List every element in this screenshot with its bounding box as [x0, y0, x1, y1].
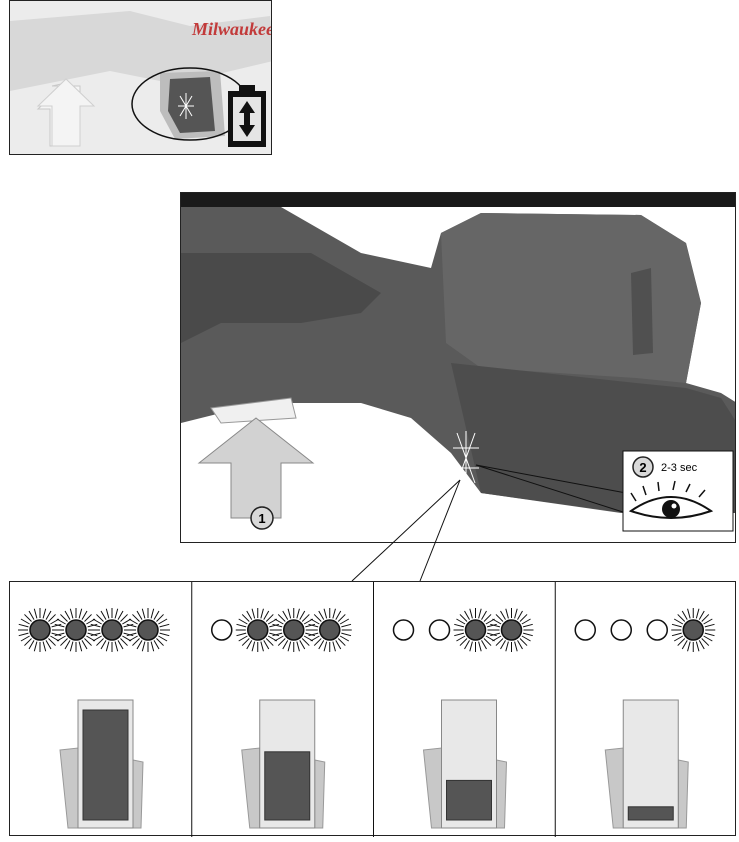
battery-pack-icon — [604, 699, 689, 829]
led-indicator-icon — [428, 619, 451, 641]
charge-levels-panel — [9, 581, 736, 837]
main-illustration: 1 2 2-3 sec — [180, 192, 736, 543]
led-indicator-icon — [307, 608, 352, 652]
led-indicator-icon — [453, 608, 498, 652]
step-1-badge: 1 — [250, 506, 274, 530]
up-arrow-icon — [197, 417, 315, 519]
led-indicator-icon — [211, 619, 233, 641]
led-indicator-icon — [18, 608, 62, 652]
led-indicator-icon — [235, 608, 280, 652]
led-indicator-icon — [453, 431, 479, 485]
charge-level-3 — [373, 582, 534, 837]
led-indicator-icon — [489, 608, 534, 652]
led-indicator-icon — [54, 608, 98, 652]
charge-levels-drawing — [18, 582, 716, 837]
led-indicator-icon — [610, 619, 632, 641]
led-indicator-icon — [671, 608, 716, 652]
up-arrow-icon — [36, 78, 96, 147]
eye-icon — [628, 480, 714, 519]
duration-label: 2-3 sec — [661, 462, 698, 474]
inset-illustration: Milwaukee — [9, 0, 272, 155]
brand-logo: Milwaukee — [191, 19, 272, 39]
battery-pack-icon — [241, 699, 326, 829]
battery-pack-icon — [59, 699, 144, 829]
led-indicator-icon — [90, 608, 134, 652]
inset-drawing: Milwaukee — [10, 1, 272, 154]
led-indicator-icon — [126, 608, 170, 652]
step-2-badge: 2 — [639, 460, 646, 475]
tool-drawing: 1 2 2-3 sec — [181, 193, 735, 532]
led-indicator-icon — [271, 608, 316, 652]
led-indicator-icon — [392, 619, 415, 641]
svg-text:1: 1 — [258, 511, 265, 526]
eye-callout: 2 2-3 sec — [622, 450, 734, 532]
battery-pack-icon — [422, 699, 508, 829]
charge-level-2 — [191, 582, 352, 837]
battery-charge-icon — [228, 85, 266, 147]
led-indicator-icon — [574, 619, 596, 641]
led-indicator-icon — [646, 619, 668, 641]
charge-level-1 — [18, 608, 170, 829]
charge-level-4 — [554, 582, 716, 837]
led-indicator-icon — [178, 93, 194, 119]
